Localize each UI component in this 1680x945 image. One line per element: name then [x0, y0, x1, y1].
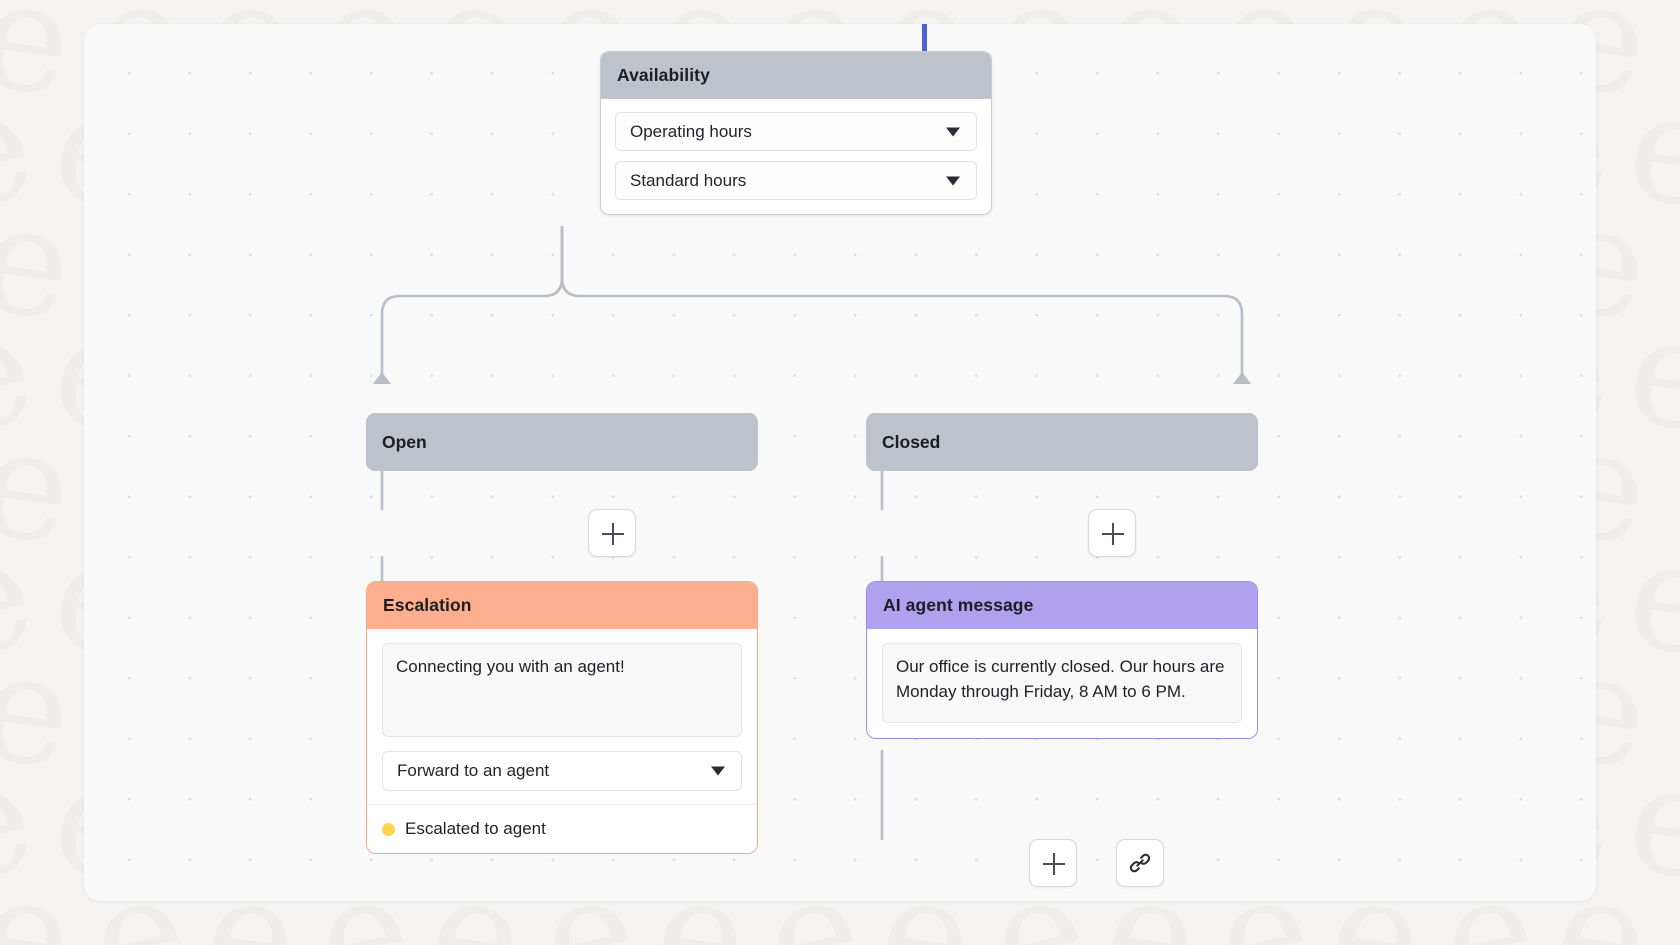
watermark-glyph: e	[0, 56, 48, 246]
watermark-glyph: e	[1652, 840, 1680, 945]
node-availability[interactable]: Availability Operating hours Standard ho…	[600, 51, 992, 215]
watermark-glyph: e	[1652, 168, 1680, 358]
link-step-button[interactable]	[1116, 839, 1164, 887]
watermark-glyph: e	[0, 728, 48, 918]
node-ai-agent-message-title: AI agent message	[867, 582, 1257, 629]
ai-agent-message-input[interactable]: Our office is currently closed. Our hour…	[882, 643, 1242, 723]
availability-hours-select[interactable]: Standard hours	[615, 161, 977, 200]
node-escalation[interactable]: Escalation Connecting you with an agent!…	[366, 581, 758, 854]
node-branch-open-title: Open	[382, 431, 427, 452]
flow-canvas[interactable]: Availability Operating hours Standard ho…	[84, 24, 1596, 901]
add-step-open-button[interactable]	[588, 509, 636, 557]
watermark-glyph: e	[0, 0, 83, 132]
add-step-after-ai-button[interactable]	[1029, 839, 1077, 887]
watermark-glyph: e	[0, 842, 83, 945]
availability-condition-select[interactable]: Operating hours	[615, 112, 977, 151]
escalation-message-input[interactable]: Connecting you with an agent!	[382, 643, 742, 737]
watermark-glyph: e	[1617, 506, 1680, 692]
node-escalation-body: Connecting you with an agent! Forward to…	[367, 629, 757, 853]
watermark-glyph: e	[1617, 282, 1680, 468]
watermark-glyph: e	[1652, 616, 1680, 806]
node-ai-agent-message[interactable]: AI agent message Our office is currently…	[866, 581, 1258, 739]
availability-hours-value: Standard hours	[630, 170, 747, 190]
node-branch-open[interactable]: Open	[366, 413, 758, 471]
escalation-action-select[interactable]: Forward to an agent	[382, 751, 742, 791]
watermark-glyph: e	[0, 280, 48, 470]
watermark-glyph: e	[1617, 730, 1680, 916]
watermark-glyph: e	[0, 504, 48, 694]
watermark-glyph: e	[0, 170, 83, 356]
watermark-glyph: e	[0, 618, 83, 804]
watermark-glyph: e	[1652, 392, 1680, 582]
node-branch-closed-title: Closed	[882, 431, 941, 452]
node-ai-agent-message-body: Our office is currently closed. Our hour…	[867, 629, 1257, 738]
escalation-action-value: Forward to an agent	[397, 761, 550, 780]
chevron-down-icon	[946, 176, 960, 185]
status-dot-icon	[382, 822, 395, 836]
watermark-glyph: e	[1617, 58, 1680, 244]
node-availability-body: Operating hours Standard hours	[601, 99, 991, 214]
availability-condition-value: Operating hours	[630, 121, 752, 141]
node-branch-closed[interactable]: Closed	[866, 413, 1258, 471]
watermark-glyph: e	[0, 394, 83, 580]
escalation-status-label: Escalated to agent	[405, 819, 546, 838]
chevron-down-icon	[711, 766, 725, 776]
watermark-glyph: e	[1652, 0, 1680, 134]
add-step-closed-button[interactable]	[1088, 509, 1136, 557]
chevron-down-icon	[946, 127, 960, 136]
node-availability-title: Availability	[601, 52, 991, 99]
link-icon	[1129, 853, 1151, 873]
node-escalation-title: Escalation	[367, 582, 757, 629]
escalation-status-row: Escalated to agent	[367, 804, 757, 853]
incoming-edge	[922, 24, 927, 52]
